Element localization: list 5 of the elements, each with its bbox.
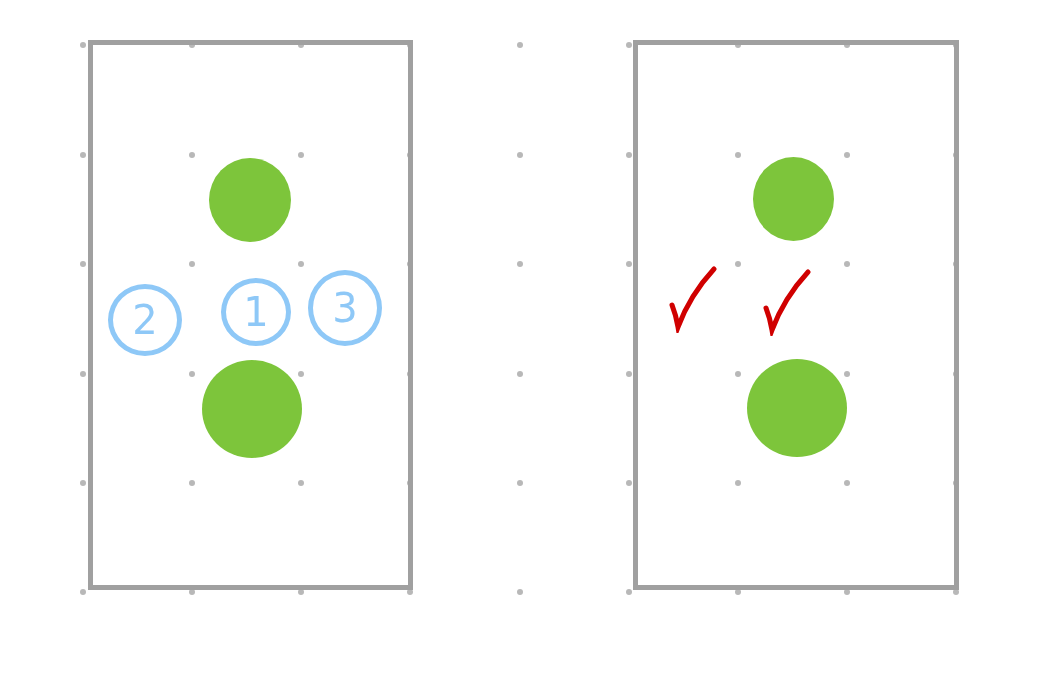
- numbered-circle: 1: [221, 278, 291, 346]
- numbered-circle: 3: [308, 270, 382, 346]
- panel-frame: [88, 40, 413, 590]
- panel-frame: [633, 40, 959, 590]
- numbered-circle: 2: [108, 284, 182, 356]
